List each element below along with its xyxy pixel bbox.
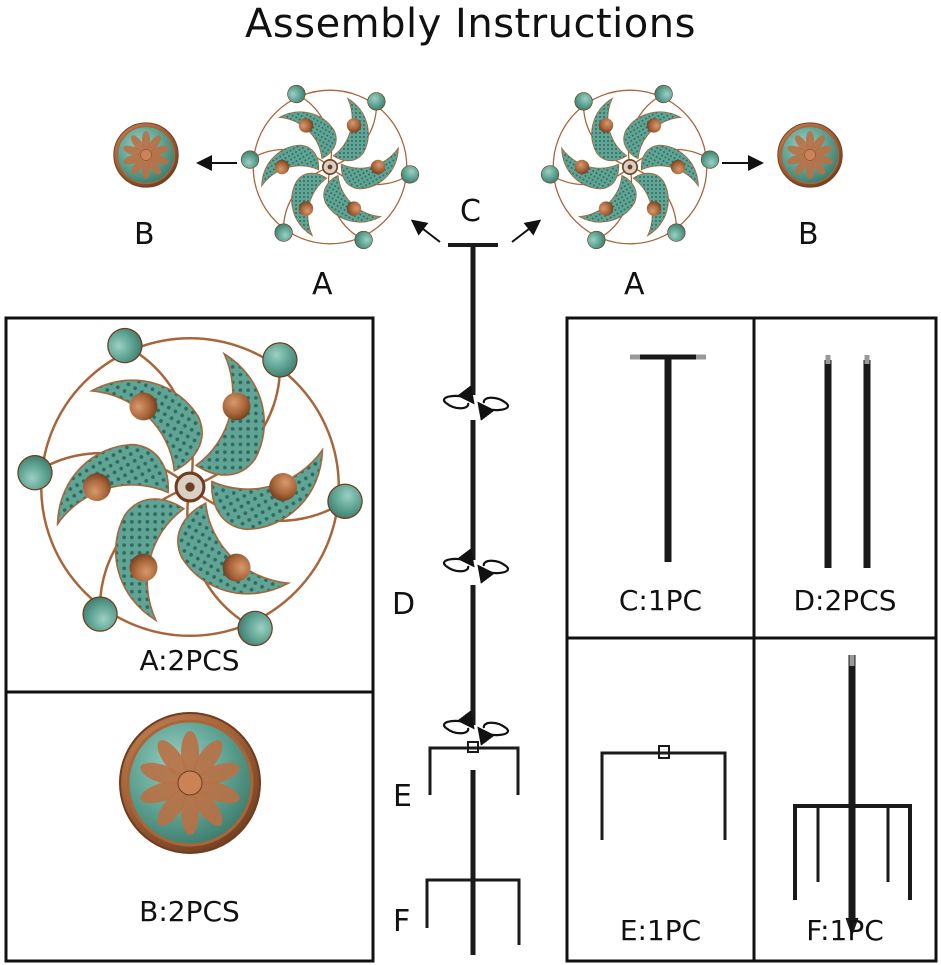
caption-part-d: D:2PCS (793, 584, 897, 617)
caption-part-f: F:1PC (806, 914, 884, 947)
label-d: D (392, 587, 416, 622)
part-e-image (600, 745, 727, 840)
label-f: F (393, 904, 411, 939)
part-f-image (793, 655, 912, 937)
twist-arrow-3 (444, 721, 508, 735)
twist-arrow-2 (444, 559, 508, 573)
part-a-image (12, 322, 369, 651)
label-b-right: B (798, 217, 819, 252)
caption-part-e: E:1PC (619, 914, 702, 947)
right-parts-box (565, 316, 938, 963)
medallion-b-left (114, 123, 178, 187)
part-c-image (630, 354, 706, 562)
spinner-a-left (238, 82, 422, 252)
label-b-left: B (134, 217, 155, 252)
spinner-a-right (538, 82, 722, 252)
left-parts-box (4, 316, 375, 963)
caption-part-a: A:2PCS (139, 644, 240, 677)
part-d-image (824, 355, 871, 568)
label-e: E (393, 779, 412, 814)
label-c: C (460, 194, 481, 229)
part-b-image (120, 713, 260, 853)
label-a-left: A (312, 267, 333, 302)
label-a-right: A (624, 267, 645, 302)
caption-part-c: C:1PC (618, 584, 703, 617)
page-title: Assembly Instructions (245, 1, 696, 47)
twist-arrow-1 (444, 396, 508, 410)
caption-part-b: B:2PCS (139, 895, 240, 928)
medallion-b-right (778, 123, 842, 187)
center-pole (425, 243, 521, 955)
